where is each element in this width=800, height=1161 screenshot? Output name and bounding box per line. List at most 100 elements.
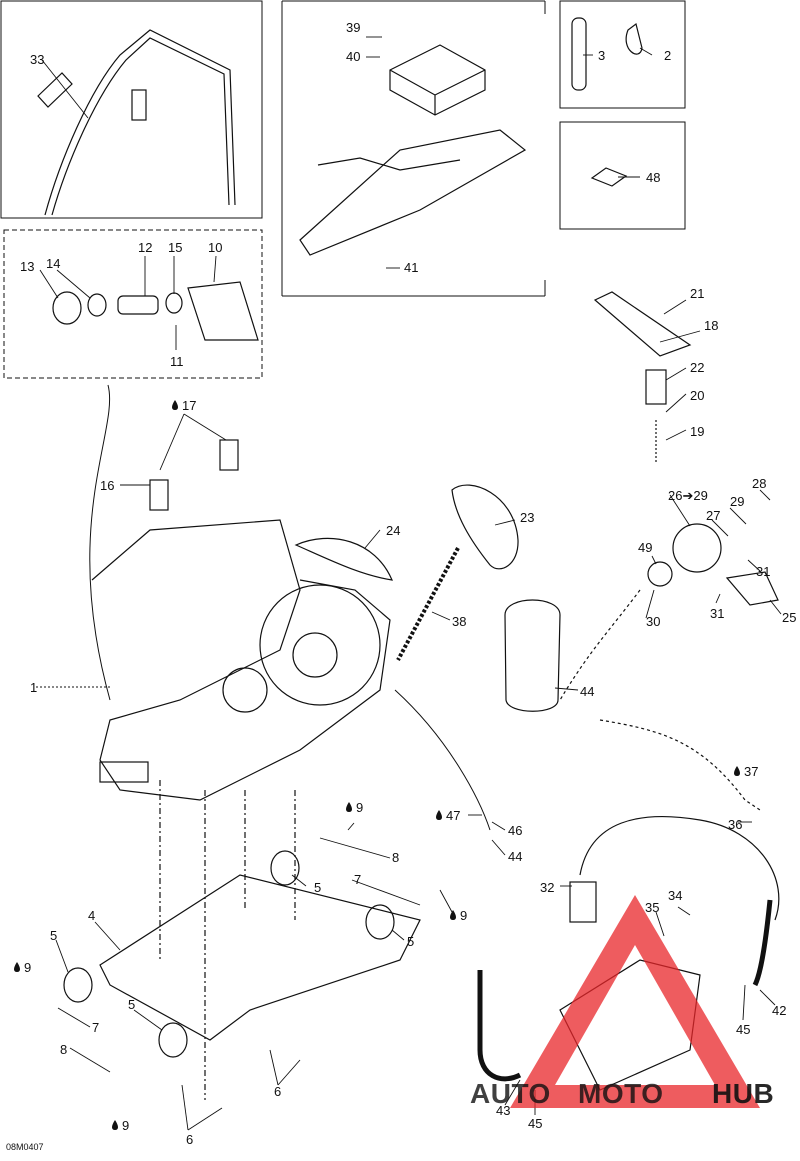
callout-c17: 17 [182, 398, 196, 413]
oil-drop-icon [14, 962, 20, 972]
oil-drop-icon [346, 802, 352, 812]
part-2-clamp [625, 22, 643, 55]
part-13 [52, 291, 82, 325]
callout-c2: 2 [664, 48, 671, 63]
callout-c12: 12 [138, 240, 152, 255]
callout-c16: 16 [100, 478, 114, 493]
carb-throat-left [222, 667, 268, 713]
engine-flywheel [259, 584, 381, 706]
callout-c20: 20 [690, 388, 704, 403]
callout-c46: 46 [508, 823, 522, 838]
part-49 [647, 561, 673, 587]
inset-frame-39-41 [281, 0, 546, 297]
callout-c47: 47 [446, 808, 460, 823]
frame-tube-inner [51, 37, 230, 216]
part-25-lever [725, 571, 779, 606]
part-5-bushing-c [63, 967, 93, 1003]
callout-c45a: 45 [736, 1022, 750, 1037]
oil-drop-icon [436, 810, 442, 820]
part-42-hose [752, 899, 773, 987]
inset-frame-10-15 [3, 229, 263, 379]
callout-c18: 18 [704, 318, 718, 333]
part-48-clip [590, 167, 628, 187]
inset-frames [0, 0, 686, 379]
part-22-spacer [645, 369, 667, 405]
part-4-mount-plate [99, 874, 421, 1041]
callout-c7b: 7 [92, 1020, 99, 1035]
part-18-bracket [593, 291, 692, 357]
callout-c43: 43 [496, 1103, 510, 1118]
callout-c10: 10 [208, 240, 222, 255]
diagram-code: 08M0407 [6, 1142, 44, 1152]
callout-c36: 36 [728, 817, 742, 832]
callout-c29: 29 [730, 494, 744, 509]
callout-c9b: 9 [460, 908, 467, 923]
part-24-shield [294, 537, 393, 581]
callout-c39: 39 [346, 20, 360, 35]
part-14 [87, 293, 107, 317]
engine-shaft [99, 761, 149, 783]
callout-c3: 3 [598, 48, 605, 63]
part-44-canister [504, 599, 561, 712]
part-artwork [37, 17, 780, 1100]
callout-c13: 13 [20, 259, 34, 274]
callout-c8b: 8 [60, 1042, 67, 1057]
callout-c44a: 44 [580, 684, 594, 699]
callout-c40: 40 [346, 49, 360, 64]
callout-c22: 22 [690, 360, 704, 375]
callout-c28: 28 [752, 476, 766, 491]
part-12 [117, 295, 159, 315]
callout-c8a: 8 [392, 850, 399, 865]
inset-frame-48 [559, 121, 686, 230]
part-16-plug [149, 479, 169, 511]
callout-c32: 32 [540, 880, 554, 895]
callout-c5d: 5 [128, 997, 135, 1012]
ecu-bracket [317, 157, 461, 171]
callout-c27: 27 [706, 508, 720, 523]
ecu-module [389, 44, 486, 116]
callout-c41: 41 [404, 260, 418, 275]
engine-block [91, 519, 391, 801]
callout-c26: 26➔29 [668, 488, 708, 503]
callout-c4: 4 [88, 908, 95, 923]
part-10-plate [187, 281, 259, 341]
callout-c48: 48 [646, 170, 660, 185]
callout-c11: 11 [170, 354, 184, 369]
oil-drop-icon [734, 766, 740, 776]
callout-c44b: 44 [508, 849, 522, 864]
alignment-lines [159, 780, 296, 1100]
callout-c49: 49 [638, 540, 652, 555]
inset-frame-2-3 [559, 0, 686, 109]
callout-c9a: 9 [356, 800, 363, 815]
callout-c9c: 9 [24, 960, 31, 975]
callout-c1: 1 [30, 680, 37, 695]
callout-c7a: 7 [354, 872, 361, 887]
callout-c5c: 5 [50, 928, 57, 943]
callout-c5a: 5 [314, 880, 321, 895]
callout-c21: 21 [690, 286, 704, 301]
callout-c31b: 31 [710, 606, 724, 621]
watermark-text-moto: MOTO [578, 1078, 663, 1109]
callout-c19: 19 [690, 424, 704, 439]
part-5-bushing-a [270, 850, 300, 886]
carb-throat-right [292, 632, 338, 678]
inset-frame-33 [0, 0, 263, 219]
part-43-hose [477, 970, 522, 1082]
callout-c34: 34 [668, 888, 682, 903]
callout-c31a: 31 [756, 564, 770, 579]
leader-lines [36, 36, 782, 1131]
callout-c6b: 6 [186, 1132, 193, 1147]
callout-c38: 38 [452, 614, 466, 629]
part-33-sleeve [37, 72, 73, 108]
oil-drop-icon [112, 1120, 118, 1130]
oil-drop-icon [450, 910, 456, 920]
watermark-text-auto: AUTO [470, 1078, 551, 1109]
callout-c24: 24 [386, 523, 400, 538]
part-38-cable [396, 547, 460, 661]
callout-c25: 25 [782, 610, 796, 625]
part-3-hose [571, 17, 587, 91]
watermark-text-hub: HUB [712, 1078, 774, 1109]
